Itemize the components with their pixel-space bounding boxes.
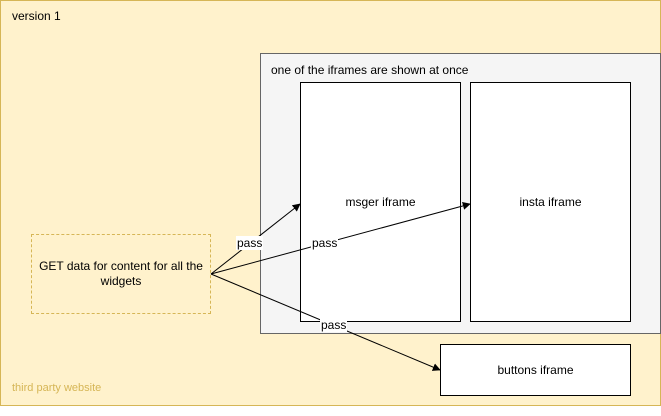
buttons-iframe-node[interactable]: buttons iframe [440,344,631,396]
msger-iframe-label: msger iframe [345,195,416,209]
buttons-iframe-label: buttons iframe [497,363,574,377]
edge-label-buttons: pass [320,318,348,332]
version-label: version 1 [12,9,61,23]
iframes-group-label: one of the iframes are shown at once [271,63,469,77]
edge-label-insta: pass [311,236,339,250]
third-party-website-label: third party website [12,382,102,394]
edge-to-insta [210,202,471,275]
insta-iframe-label: insta iframe [519,195,582,209]
msger-iframe-node[interactable]: msger iframe [300,82,461,322]
get-data-node[interactable]: GET data for content for all the widgets [31,234,211,314]
get-data-label: GET data for content for all the widgets [39,259,203,288]
edge-label-msger: pass [236,236,264,250]
insta-iframe-node[interactable]: insta iframe [470,82,631,322]
